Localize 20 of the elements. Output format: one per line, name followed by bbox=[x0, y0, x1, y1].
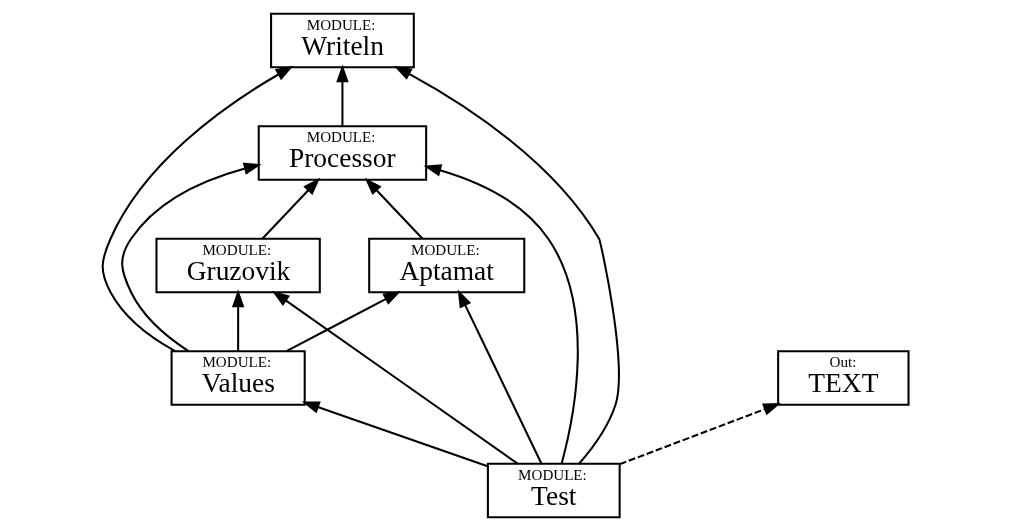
arrow bbox=[364, 177, 424, 240]
node-box: MODULE: Writeln bbox=[270, 12, 415, 69]
arrow bbox=[393, 65, 620, 465]
arrow bbox=[261, 177, 321, 240]
node-box: MODULE: Gruzovik bbox=[155, 237, 321, 294]
node-box: MODULE: Values bbox=[170, 350, 306, 406]
node-box: MODULE: Processor bbox=[257, 125, 428, 181]
arrow bbox=[101, 65, 294, 352]
arrow bbox=[301, 401, 488, 468]
arrow bbox=[423, 164, 579, 464]
arrow bbox=[121, 162, 262, 352]
arrow bbox=[619, 403, 781, 466]
arrow bbox=[271, 290, 519, 465]
node-box: MODULE: Aptamat bbox=[368, 237, 526, 294]
arrow bbox=[286, 290, 401, 353]
node-box: Out: TEXT bbox=[777, 350, 910, 406]
arrow bbox=[457, 289, 543, 465]
node-box: MODULE: Test bbox=[486, 462, 621, 519]
arrow bbox=[336, 64, 349, 127]
arrow bbox=[231, 289, 245, 352]
